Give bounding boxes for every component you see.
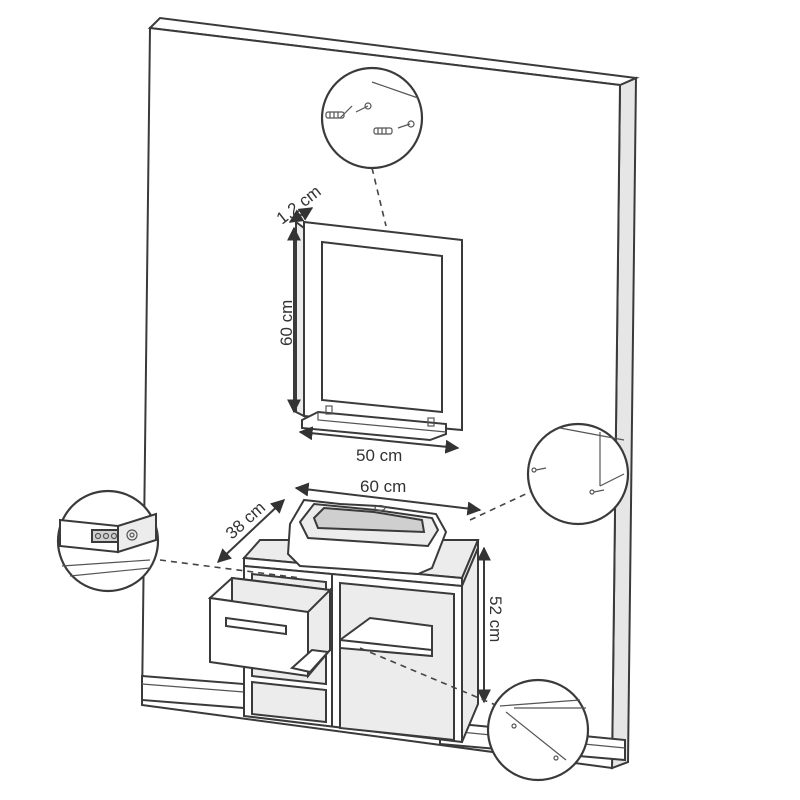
mirror (295, 220, 463, 442)
screw-icon (355, 102, 372, 113)
detail-leader-lines (159, 167, 531, 707)
screw-icon (531, 467, 547, 473)
detail-circle-mirror-mounting (320, 66, 424, 170)
detail-circle-wall-bracket (526, 422, 630, 526)
bracket-icon (91, 529, 119, 543)
wall-plug-icon (373, 127, 393, 135)
mirror-width-dimension: 50 cm (298, 426, 460, 465)
screw-icon (511, 723, 559, 761)
cabinet-height-dimension: 52 cm (477, 546, 505, 704)
bolt-icon (126, 529, 138, 541)
screw-icon (589, 489, 605, 495)
wall-plug-icon (325, 111, 345, 119)
drawer (207, 576, 333, 679)
cabinet-width-dimension: 60 cm (294, 477, 482, 516)
mirror-height-label: 60 cm (277, 300, 296, 346)
screw-icon (397, 120, 415, 129)
detail-circle-shelf-support (486, 678, 590, 782)
detail-circle-cabinet-hanger (56, 489, 160, 593)
mirror-height-dimension: 60 cm (277, 226, 301, 414)
cabinet-width-label: 60 cm (360, 477, 406, 496)
mirror-width-label: 50 cm (356, 446, 402, 465)
cabinet-height-label: 52 cm (486, 596, 505, 642)
